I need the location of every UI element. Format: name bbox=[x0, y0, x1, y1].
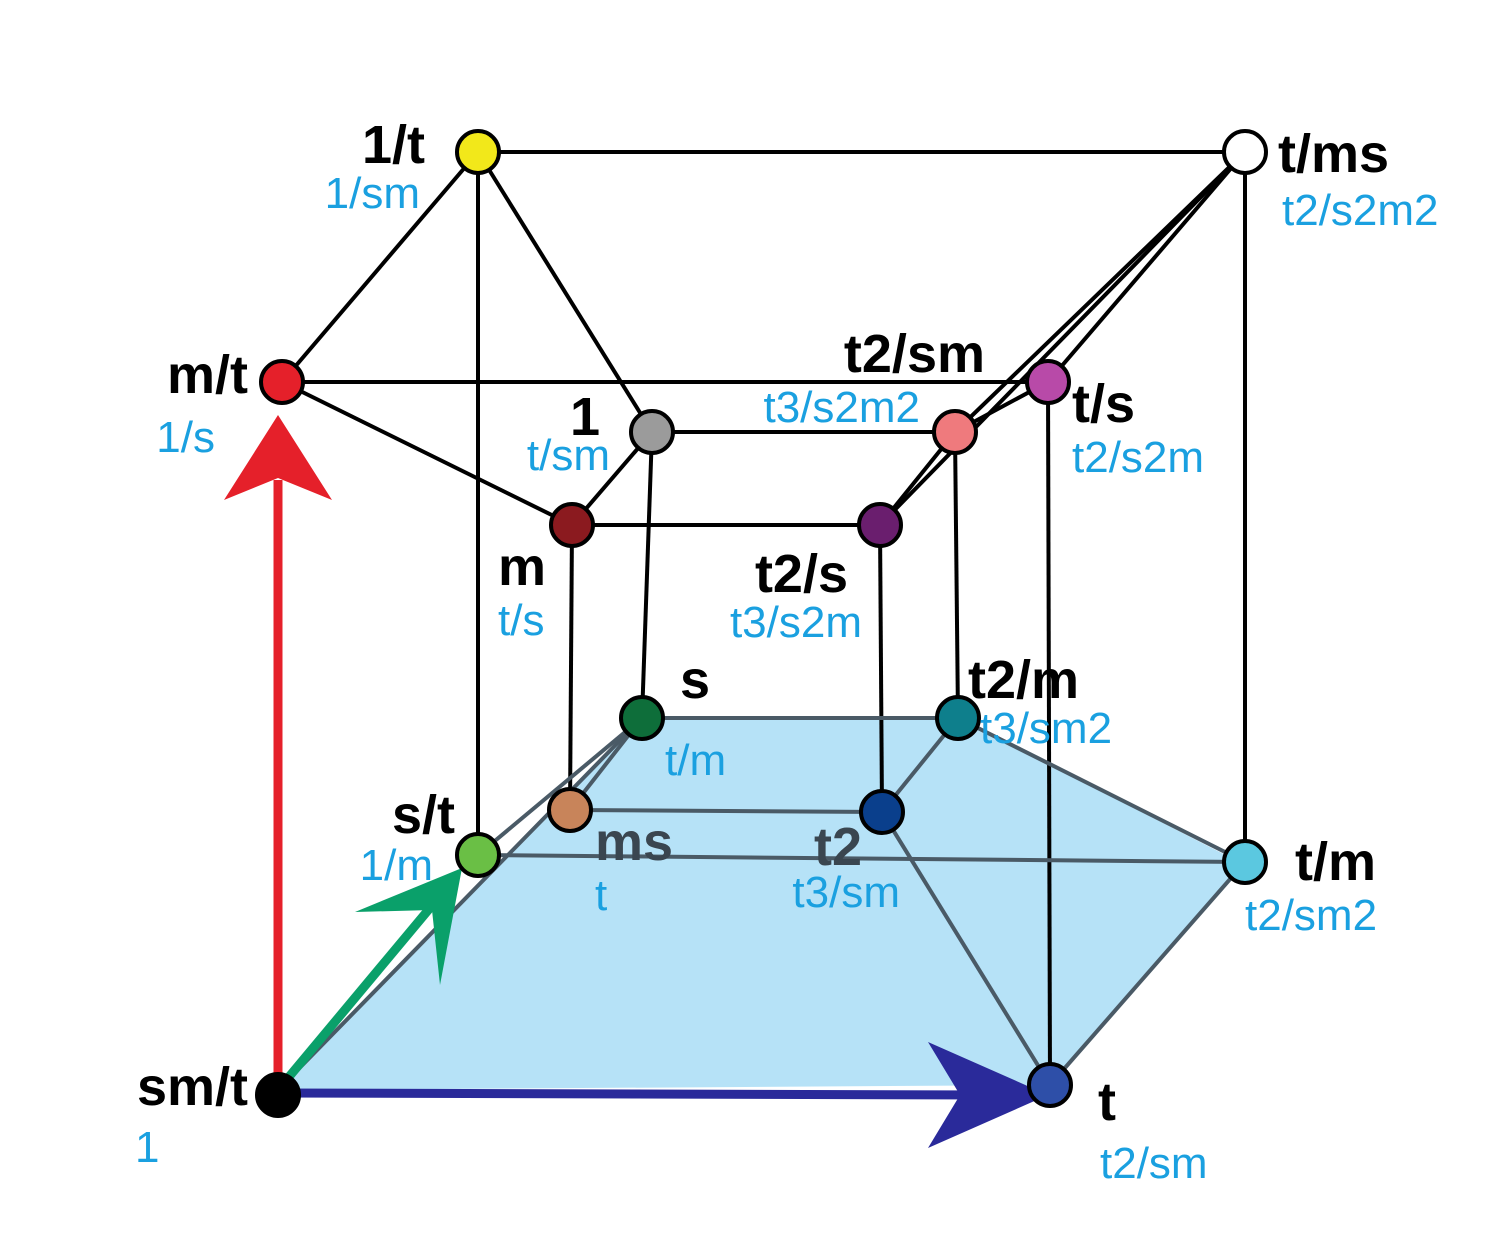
sub-t2-sm: t3/s2m2 bbox=[763, 383, 920, 432]
node-m-t bbox=[259, 359, 305, 405]
arrow-horizontal-shaft bbox=[277, 1088, 996, 1100]
node-m bbox=[549, 502, 595, 548]
sub-m-t: 1/s bbox=[156, 413, 215, 462]
label-s-t: s/t bbox=[392, 785, 455, 845]
nodes bbox=[255, 129, 1268, 1118]
node-t-m bbox=[1222, 839, 1268, 885]
arrows bbox=[224, 415, 1048, 1148]
sub-ms: t bbox=[595, 871, 607, 920]
label-t2-s: t2/s bbox=[755, 544, 848, 604]
label-1-t: 1/t bbox=[362, 115, 425, 175]
node-t-s bbox=[1025, 359, 1071, 405]
node-t2-s bbox=[857, 502, 903, 548]
label-sm-t: sm/t bbox=[137, 1057, 248, 1117]
sub-1-t: 1/sm bbox=[325, 169, 420, 218]
sub-t2: t3/sm bbox=[792, 868, 900, 917]
label-m: m bbox=[498, 537, 546, 597]
node-t bbox=[1027, 1062, 1073, 1108]
node-s-t bbox=[455, 832, 501, 878]
label-t2: t2 bbox=[814, 817, 862, 877]
arrow-diagonal-head bbox=[355, 868, 462, 985]
node-ms bbox=[547, 787, 593, 833]
sub-t-ms: t2/s2m2 bbox=[1282, 186, 1439, 235]
node-t2-sm bbox=[932, 409, 978, 455]
label-ms: ms bbox=[595, 812, 673, 872]
arrow-diagonal-shaft bbox=[274, 887, 449, 1093]
label-t2-sm: t2/sm bbox=[844, 324, 985, 384]
node-1-t bbox=[455, 129, 501, 175]
label-t: t bbox=[1098, 1072, 1116, 1132]
label-t-s: t/s bbox=[1072, 374, 1135, 434]
sub-t2-m: t3/sm2 bbox=[980, 704, 1112, 753]
node-t2 bbox=[859, 789, 905, 835]
sub-1: t/sm bbox=[527, 431, 610, 480]
node-s bbox=[619, 695, 665, 741]
sub-t-s: t2/s2m bbox=[1072, 433, 1204, 482]
arrow-horizontal-head bbox=[928, 1042, 1048, 1148]
sub-t2-s: t3/s2m bbox=[730, 598, 862, 647]
label-1: 1 bbox=[570, 387, 600, 447]
arrow-vertical-head bbox=[224, 415, 332, 500]
black-edges bbox=[280, 150, 1247, 1086]
node-1 bbox=[629, 409, 675, 455]
node-t-ms bbox=[1222, 129, 1268, 175]
node-t2-m bbox=[935, 695, 981, 741]
sub-m: t/s bbox=[498, 596, 544, 645]
sub-t: t2/sm bbox=[1100, 1139, 1208, 1188]
node-sm-t bbox=[255, 1072, 301, 1118]
sub-s-t: 1/m bbox=[360, 841, 433, 890]
label-t-m: t/m bbox=[1295, 832, 1376, 892]
label-t2-m: t2/m bbox=[968, 650, 1079, 710]
label-m-t: m/t bbox=[167, 345, 248, 405]
sub-sm-t: 1 bbox=[135, 1123, 159, 1172]
labels: 1/t 1/sm t/ms t2/s2m2 m/t 1/s t2/sm t3/s… bbox=[135, 115, 1439, 1188]
sub-t-m: t2/sm2 bbox=[1245, 891, 1377, 940]
base-plane bbox=[278, 718, 1245, 1090]
label-t-ms: t/ms bbox=[1278, 124, 1389, 184]
sub-s: t/m bbox=[665, 736, 726, 785]
label-s: s bbox=[680, 650, 710, 710]
